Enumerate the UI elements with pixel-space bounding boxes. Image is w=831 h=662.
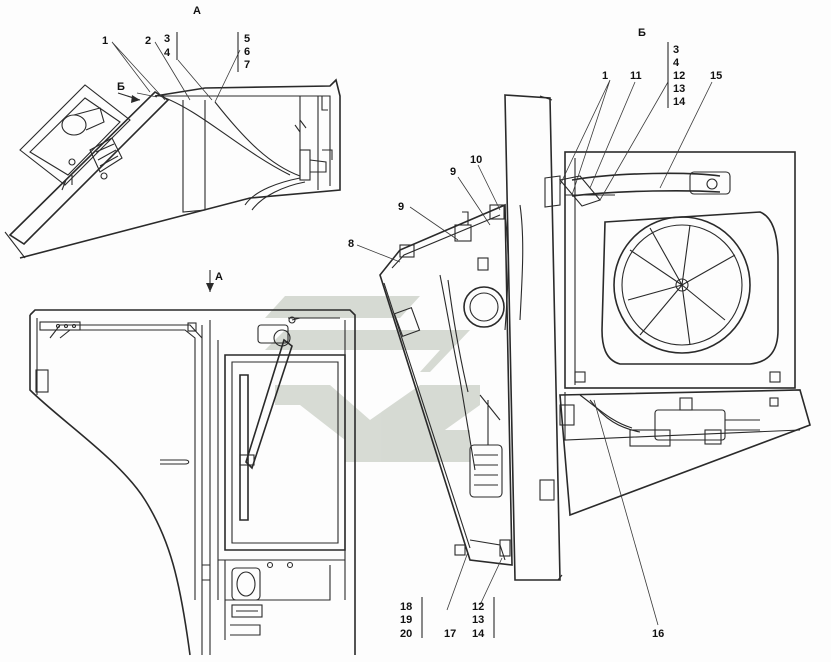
callout-1-right: 1 — [602, 70, 608, 82]
view-label-a-arrow: А — [215, 271, 223, 283]
view-label-b-top: Б — [638, 27, 646, 39]
callout-4-right: 4 — [673, 57, 680, 69]
callout-18: 18 — [400, 601, 412, 613]
callout-6: 6 — [244, 46, 250, 58]
callout-14-right: 14 — [673, 96, 686, 108]
callout-20: 20 — [400, 628, 412, 640]
view-door — [29, 270, 356, 656]
callout-16: 16 — [652, 628, 664, 640]
labels: А Б Б А 1 2 3 4 5 6 7 3 4 12 13 14 1 11 … — [102, 5, 722, 640]
callout-12-bottom: 12 — [472, 601, 484, 613]
callout-10: 10 — [470, 154, 482, 166]
view-top-left — [4, 41, 341, 259]
callout-17: 17 — [444, 628, 456, 640]
callout-13-right: 13 — [673, 83, 685, 95]
watermark-logo — [265, 296, 480, 462]
callout-8: 8 — [348, 238, 354, 250]
callout-5: 5 — [244, 33, 250, 45]
callout-11: 11 — [630, 70, 642, 82]
callout-7: 7 — [244, 59, 250, 71]
view-heater — [356, 79, 811, 626]
callout-9-upper: 9 — [450, 166, 456, 178]
callout-bars — [176, 32, 669, 638]
callout-13-bottom: 13 — [472, 614, 484, 626]
callout-19: 19 — [400, 614, 412, 626]
callout-3-right: 3 — [673, 44, 679, 56]
callout-2: 2 — [145, 35, 151, 47]
callout-14-bottom: 14 — [472, 628, 485, 640]
callout-15: 15 — [710, 70, 722, 82]
view-label-a-top: А — [193, 5, 201, 17]
callout-12-right: 12 — [673, 70, 685, 82]
view-label-b-arrow: Б — [117, 81, 125, 93]
callout-1-left: 1 — [102, 35, 108, 47]
callout-4-left: 4 — [164, 47, 171, 59]
callout-9-lower: 9 — [398, 201, 404, 213]
callout-3-left: 3 — [164, 33, 170, 45]
